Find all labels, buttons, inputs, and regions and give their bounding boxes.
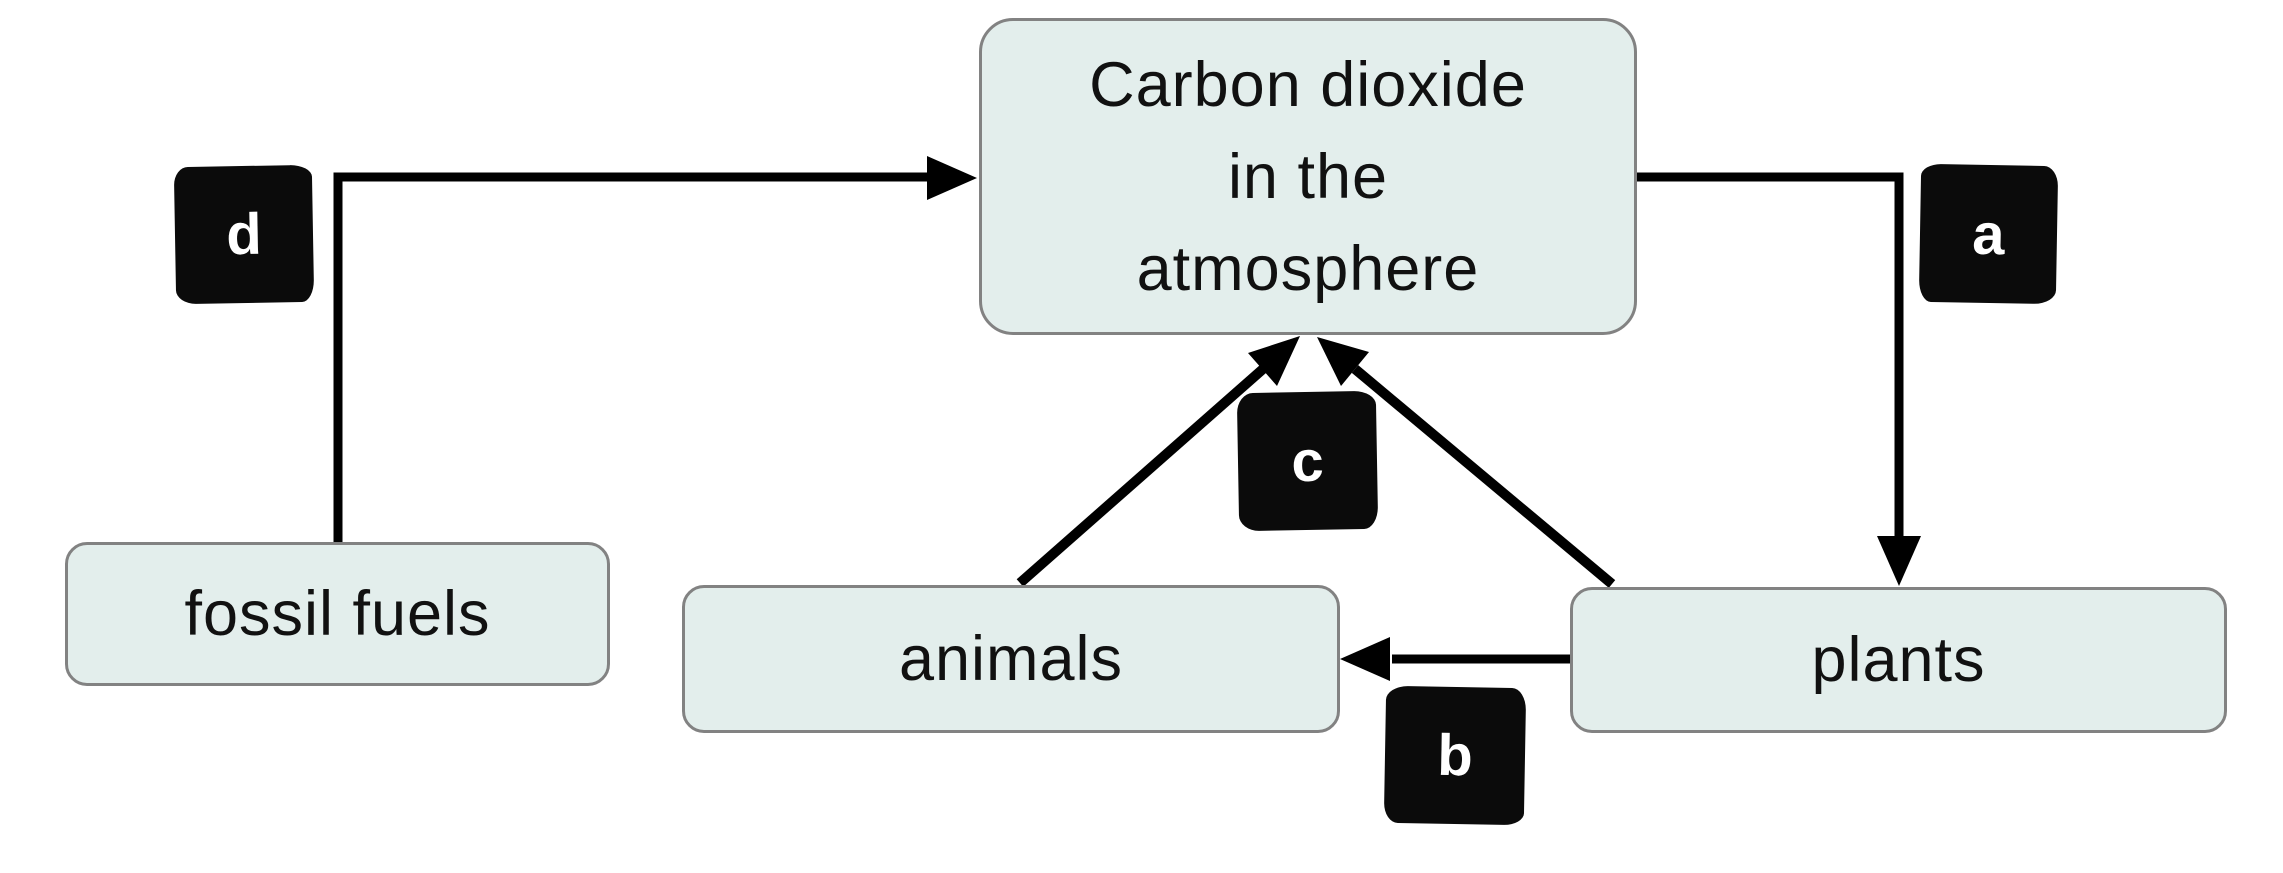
node-carbon-dioxide-line-3: atmosphere [1136, 233, 1480, 304]
node-carbon-dioxide: Carbon dioxide in the atmosphere [979, 18, 1637, 335]
node-plants: plants [1570, 587, 2227, 733]
arrow-co2-to-plants [1637, 172, 1921, 586]
edge-label-c: c [1236, 390, 1379, 532]
edge-label-b: b [1383, 685, 1527, 826]
edge-label-a: a [1918, 163, 2059, 305]
node-animals: animals [682, 585, 1340, 733]
edge-label-d: d [173, 164, 315, 305]
arrow-fossil-fuels-to-co2 [333, 156, 977, 542]
node-plants-label: plants [1811, 625, 1986, 695]
node-fossil-fuels: fossil fuels [65, 542, 610, 686]
node-carbon-dioxide-line-1: Carbon dioxide [1089, 49, 1527, 120]
arrow-animals-to-co2 [1016, 336, 1300, 587]
node-fossil-fuels-label: fossil fuels [184, 579, 491, 649]
node-animals-label: animals [898, 624, 1124, 694]
arrow-plants-to-animals [1340, 637, 1570, 681]
arrow-plants-to-co2 [1317, 337, 1616, 588]
node-carbon-dioxide-line-2: in the [1227, 141, 1389, 212]
